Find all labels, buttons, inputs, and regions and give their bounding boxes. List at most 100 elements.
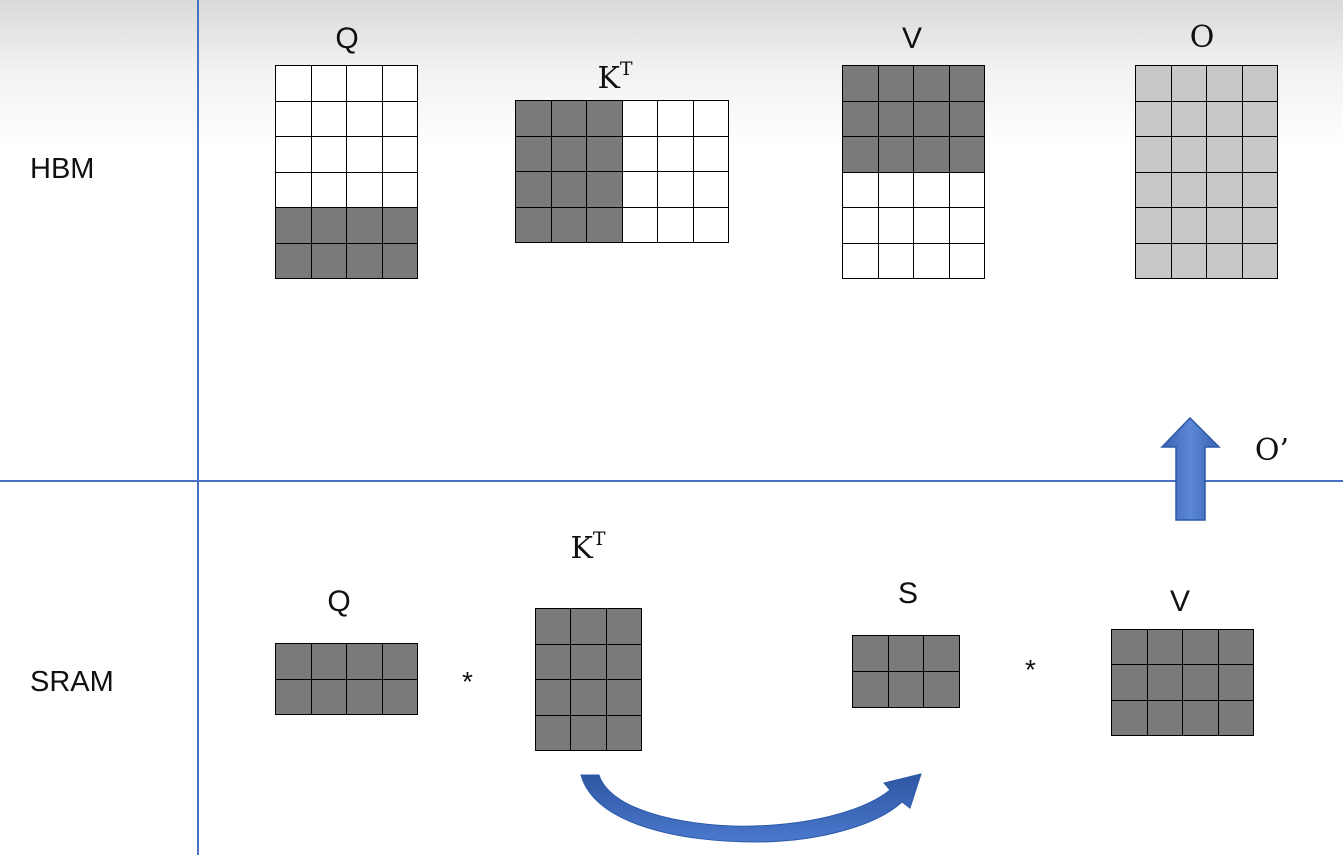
hbm-o-cell bbox=[1171, 66, 1206, 101]
hbm-kt-cell bbox=[658, 207, 693, 242]
hbm-o-cell bbox=[1171, 137, 1206, 172]
hbm-o-cell bbox=[1171, 101, 1206, 136]
hbm-v-cell bbox=[914, 172, 949, 207]
hbm-o-cell bbox=[1136, 66, 1171, 101]
sram-s-cell bbox=[853, 636, 888, 671]
hbm-v-label: V bbox=[901, 22, 923, 55]
hbm-q-cell bbox=[276, 208, 311, 243]
hbm-q-cell bbox=[311, 172, 346, 207]
sram-q-label: Q bbox=[327, 585, 351, 618]
sram-v-cell bbox=[1183, 700, 1218, 735]
hbm-v-cell bbox=[843, 66, 878, 101]
hbm-o-label: O bbox=[1189, 20, 1215, 55]
hbm-kt-cell bbox=[551, 136, 586, 171]
hbm-q-cell bbox=[347, 137, 382, 172]
vertical-divider bbox=[197, 0, 199, 855]
hbm-v-cell bbox=[949, 208, 984, 243]
hbm-kt-cell bbox=[693, 136, 728, 171]
hbm-q-cell bbox=[276, 137, 311, 172]
sram-q-matrix bbox=[275, 643, 418, 715]
sram-v-cell bbox=[1112, 700, 1147, 735]
hbm-v-cell bbox=[949, 66, 984, 101]
hbm-kt-cell bbox=[587, 207, 622, 242]
sram-v-cell bbox=[1147, 665, 1182, 700]
horizontal-divider bbox=[0, 480, 1343, 482]
hbm-o-cell bbox=[1242, 243, 1277, 278]
sram-v-cell bbox=[1183, 630, 1218, 665]
hbm-kt-cell bbox=[622, 207, 657, 242]
sram-v-cell bbox=[1218, 630, 1253, 665]
sram-v-cell bbox=[1112, 665, 1147, 700]
hbm-q-cell bbox=[311, 101, 346, 136]
hbm-label: HBM bbox=[30, 153, 95, 185]
hbm-v-cell bbox=[949, 101, 984, 136]
sram-kt-cell bbox=[606, 680, 641, 715]
hbm-v-cell bbox=[878, 66, 913, 101]
hbm-o-cell bbox=[1207, 101, 1242, 136]
hbm-v-cell bbox=[949, 172, 984, 207]
hbm-q-cell bbox=[276, 101, 311, 136]
hbm-q-cell bbox=[347, 101, 382, 136]
hbm-kt-cell bbox=[516, 172, 551, 207]
hbm-v-cell bbox=[843, 243, 878, 278]
hbm-v-cell bbox=[843, 172, 878, 207]
sram-q-cell bbox=[311, 644, 346, 679]
hbm-kt-cell bbox=[658, 172, 693, 207]
sram-s-cell bbox=[888, 672, 924, 707]
sram-kt-cell bbox=[536, 644, 571, 679]
hbm-q-cell bbox=[276, 172, 311, 207]
hbm-q-cell bbox=[276, 243, 311, 278]
hbm-q-cell bbox=[347, 208, 382, 243]
hbm-o-cell bbox=[1207, 137, 1242, 172]
hbm-o-cell bbox=[1136, 243, 1171, 278]
sram-kt-cell bbox=[536, 609, 571, 644]
sram-v-cell bbox=[1218, 700, 1253, 735]
hbm-kt-cell bbox=[551, 172, 586, 207]
hbm-o-cell bbox=[1207, 172, 1242, 207]
hbm-o-cell bbox=[1207, 66, 1242, 101]
hbm-v-cell bbox=[878, 101, 913, 136]
sram-kt-cell bbox=[606, 715, 641, 750]
multiply-operator-1: * bbox=[462, 666, 473, 697]
sram-kt-cell bbox=[571, 644, 606, 679]
sram-s-matrix bbox=[852, 635, 960, 708]
hbm-q-cell bbox=[382, 208, 417, 243]
hbm-v-cell bbox=[914, 137, 949, 172]
sram-q-cell bbox=[382, 644, 417, 679]
sram-v-cell bbox=[1112, 630, 1147, 665]
hbm-q-cell bbox=[382, 172, 417, 207]
hbm-q-cell bbox=[382, 137, 417, 172]
sram-kt-cell bbox=[536, 680, 571, 715]
sram-kt-cell bbox=[571, 715, 606, 750]
hbm-v-cell bbox=[843, 101, 878, 136]
hbm-kt-cell bbox=[516, 136, 551, 171]
hbm-q-cell bbox=[311, 137, 346, 172]
hbm-o-cell bbox=[1136, 208, 1171, 243]
hbm-o-cell bbox=[1242, 101, 1277, 136]
hbm-kt-cell bbox=[622, 172, 657, 207]
hbm-q-cell bbox=[382, 101, 417, 136]
hbm-o-cell bbox=[1136, 101, 1171, 136]
hbm-o-cell bbox=[1242, 66, 1277, 101]
sram-q-cell bbox=[382, 679, 417, 714]
hbm-o-cell bbox=[1171, 172, 1206, 207]
hbm-q-label: Q bbox=[335, 22, 359, 55]
sram-kt-cell bbox=[571, 609, 606, 644]
hbm-kt-cell bbox=[658, 101, 693, 136]
sram-q-cell bbox=[276, 679, 311, 714]
sram-v-label: V bbox=[1169, 585, 1191, 618]
multiply-operator-2: * bbox=[1025, 654, 1036, 685]
sram-kt-cell bbox=[536, 715, 571, 750]
hbm-kt-cell bbox=[587, 101, 622, 136]
hbm-q-cell bbox=[311, 66, 346, 101]
hbm-v-cell bbox=[878, 208, 913, 243]
sram-kt-matrix bbox=[535, 608, 642, 751]
hbm-kt-cell bbox=[693, 207, 728, 242]
hbm-q-cell bbox=[382, 243, 417, 278]
sram-s-cell bbox=[924, 672, 959, 707]
sram-v-cell bbox=[1183, 665, 1218, 700]
hbm-kt-cell bbox=[516, 101, 551, 136]
sram-label: SRAM bbox=[30, 666, 114, 698]
hbm-o-cell bbox=[1207, 243, 1242, 278]
